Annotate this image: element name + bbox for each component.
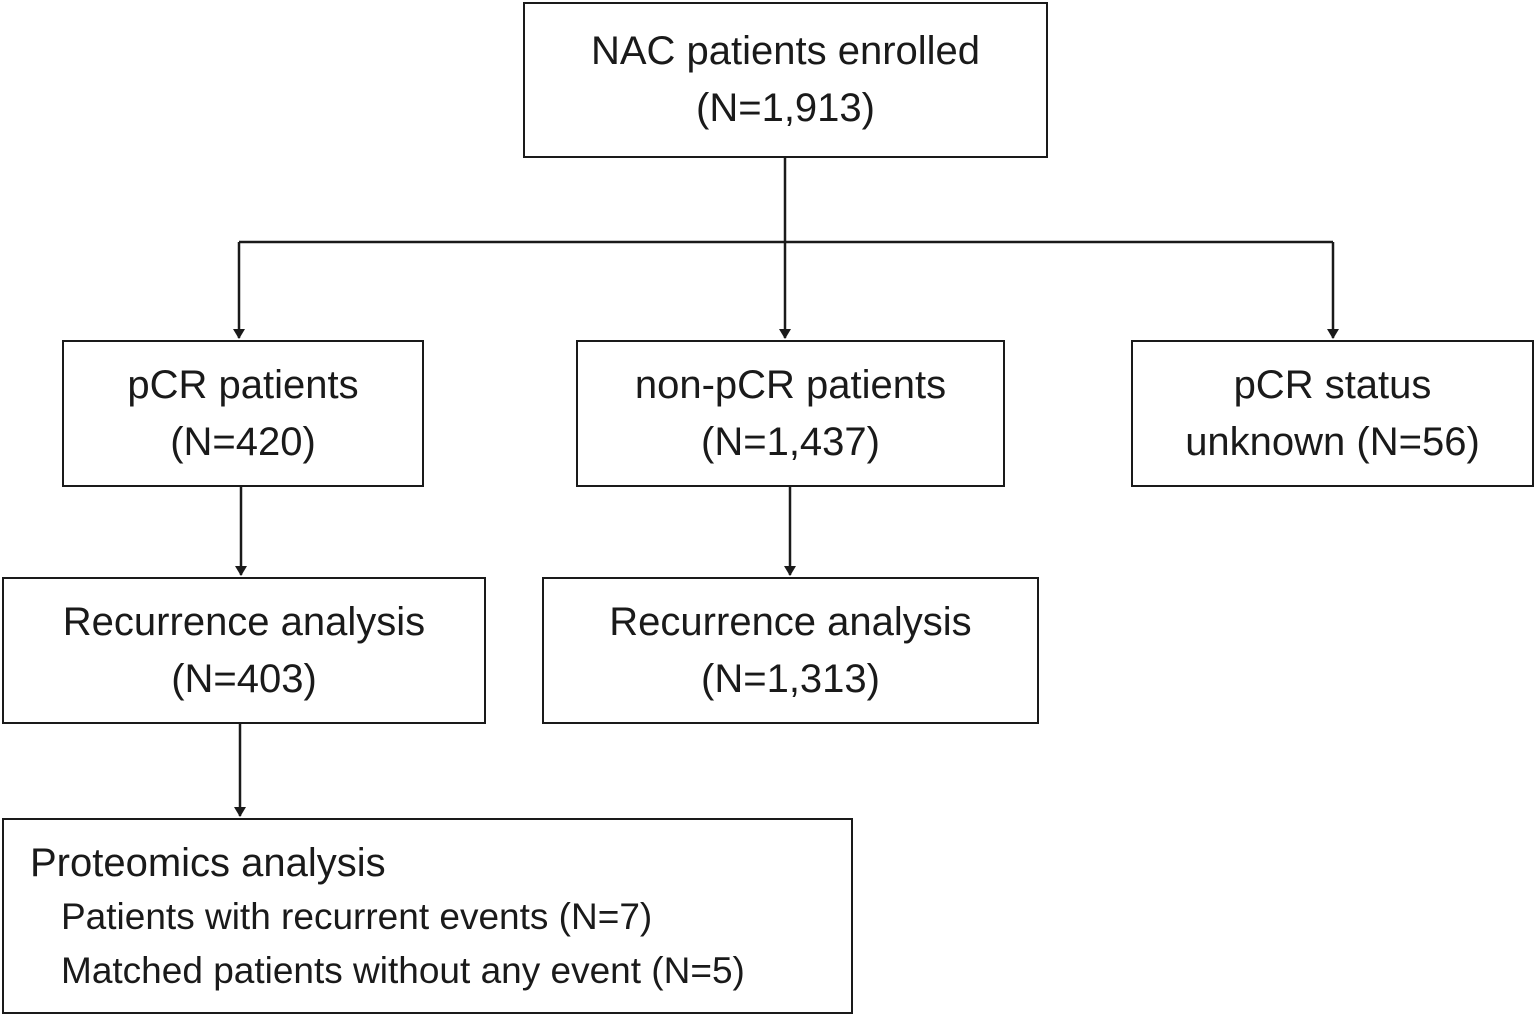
enrolled-title: NAC patients enrolled [590,29,981,73]
pcr-unknown-box: pCR status unknown (N=56) [1131,340,1534,487]
pcr-box: pCR patients (N=420) [62,340,424,487]
pcr-count: (N=420) [170,419,316,464]
recurrence-pcr-title: Recurrence analysis [62,599,426,644]
pcr-unknown-count: unknown (N=56) [1185,419,1480,464]
pcr-title: pCR patients [127,362,359,407]
pcr-unknown-title: pCR status [1233,362,1432,407]
recurrence-pcr-count: (N=403) [171,656,317,701]
recurrence-non-pcr-count: (N=1,313) [701,656,880,701]
proteomics-item: Matched patients without any event (N=5) [61,950,745,991]
enrolled-box: NAC patients enrolled (N=1,913) [523,2,1048,158]
recurrence-pcr-box: Recurrence analysis (N=403) [2,577,486,724]
non-pcr-box: non-pCR patients (N=1,437) [576,340,1005,487]
recurrence-non-pcr-title: Recurrence analysis [609,599,972,644]
non-pcr-title: non-pCR patients [634,362,947,407]
proteomics-title: Proteomics analysis [30,841,386,885]
non-pcr-count: (N=1,437) [701,419,880,464]
enrolled-count: (N=1,913) [696,86,875,130]
proteomics-box: Proteomics analysis Patients with recurr… [2,818,853,1014]
recurrence-non-pcr-box: Recurrence analysis (N=1,313) [542,577,1039,724]
proteomics-item: Patients with recurrent events (N=7) [61,896,653,937]
